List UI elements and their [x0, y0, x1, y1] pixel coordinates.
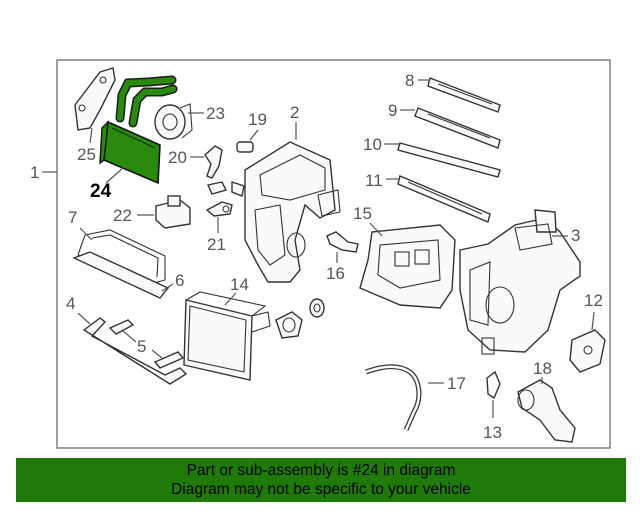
callout-5: 5 — [137, 337, 146, 356]
part-9-door — [414, 107, 501, 149]
part-25-bracket — [74, 67, 116, 131]
callout-21: 21 — [207, 235, 226, 254]
callout-7: 7 — [68, 208, 77, 227]
diagram-frame — [56, 59, 611, 449]
part-17-drain-hose — [365, 364, 422, 432]
callout-4: 4 — [66, 294, 75, 313]
callout-3: 3 — [571, 226, 580, 245]
part-16-sensor — [326, 231, 359, 253]
part-18-duct — [517, 379, 576, 443]
callout-18: 18 — [533, 359, 552, 378]
callout-11: 11 — [365, 171, 383, 190]
part-7-seal — [77, 229, 166, 285]
callout-17: 17 — [447, 374, 466, 393]
part-10-door — [397, 142, 501, 178]
callout-14: 14 — [230, 275, 249, 294]
callout-24: 24 — [90, 181, 112, 202]
part-small-fittings — [207, 181, 245, 197]
callout-22: 22 — [113, 206, 132, 225]
callout-1: 1 — [30, 163, 39, 182]
part-22-actuator — [155, 195, 191, 229]
callout-6: 6 — [175, 271, 184, 290]
part-11-door — [397, 175, 491, 223]
part-24-heater-core — [99, 75, 178, 185]
part-2-heater-case-left — [244, 141, 341, 283]
part-4-seal — [82, 317, 188, 385]
part-23-blower-motor — [154, 103, 193, 140]
callout-8: 8 — [405, 71, 414, 90]
callout-9: 9 — [388, 101, 397, 120]
part-21-lever — [205, 201, 233, 217]
part-8-door — [427, 77, 501, 113]
callout-16: 16 — [326, 264, 345, 283]
part-15-case-lower — [359, 224, 456, 309]
callout-13: 13 — [483, 423, 502, 442]
part-19-clip — [236, 141, 254, 153]
callout-2: 2 — [290, 103, 299, 122]
callout-19: 19 — [248, 110, 267, 129]
part-3-case-right — [459, 209, 581, 355]
banner-line-2: Diagram may not be specific to your vehi… — [171, 481, 471, 498]
callout-25: 25 — [77, 145, 96, 164]
callout-20: 20 — [168, 148, 187, 167]
callout-15: 15 — [353, 204, 372, 223]
banner-line-1: Part or sub-assembly is #24 in diagram — [186, 462, 456, 479]
part-20-actuator-link — [204, 145, 223, 179]
part-13-clip — [486, 370, 501, 400]
part-6-seal — [72, 251, 170, 299]
callout-23: 23 — [206, 104, 225, 123]
info-banner: Part or sub-assembly is #24 in diagram D… — [16, 458, 626, 502]
part-14-evaporator — [183, 291, 271, 381]
part-12-motor — [569, 329, 606, 373]
part-seal-ring — [275, 298, 325, 339]
callout-12: 12 — [584, 291, 603, 310]
callout-10: 10 — [363, 135, 382, 154]
part-5-seals — [108, 319, 185, 369]
parts-diagram: 1 25 24 23 19 20 — [30, 59, 611, 449]
